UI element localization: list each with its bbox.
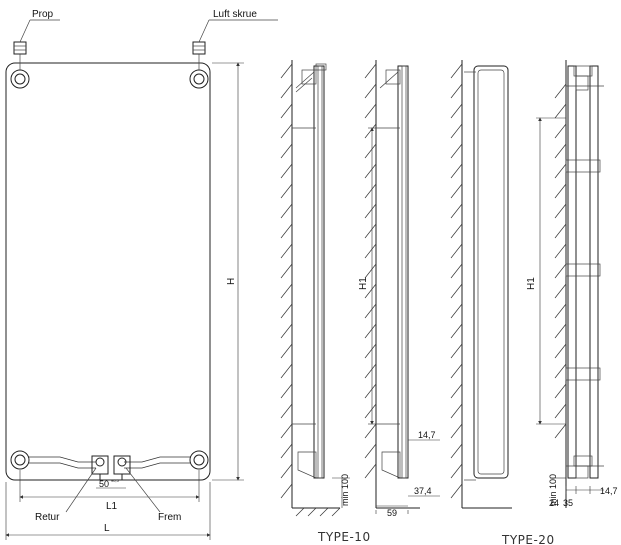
center-distance-label: 50 xyxy=(99,479,109,489)
callout-prop: Prop xyxy=(32,9,54,20)
type10-view: min 100 H1 14,7 37,4 xyxy=(280,60,440,544)
type20-offset-label: 14,7 xyxy=(600,486,618,496)
type20-dim-a-label: 24 xyxy=(549,498,559,508)
valve-body-icon xyxy=(91,455,131,480)
type10-offset-label: 14,7 xyxy=(418,430,436,440)
callout-return: Retur xyxy=(35,512,60,523)
top-right-air-screw-icon xyxy=(189,41,209,89)
type10-depth-b-label: 59 xyxy=(387,508,397,518)
type10-radiator-profile-b xyxy=(376,65,409,479)
type20-h1-label: H1 xyxy=(526,277,537,290)
radiator-panel-front xyxy=(5,62,211,481)
type20-dim-b-label: 35 xyxy=(563,498,573,508)
dim-height-label: H xyxy=(226,278,237,285)
type20-min-label: min 100 xyxy=(548,474,558,506)
center-distance-tolerance: ±0,5 xyxy=(111,478,120,483)
type10-caption: TYPE-10 xyxy=(317,530,371,544)
type20-view: H1 min 100 24 35 14,7 TYPE-20 xyxy=(450,60,618,545)
callout-supply: Frem xyxy=(158,512,181,523)
type10-min-label: min 100 xyxy=(340,474,350,506)
callout-air-screw: Luft skrue xyxy=(213,9,257,20)
type20-radiator-profile-b xyxy=(565,65,604,479)
type10-depth-a-label: 37,4 xyxy=(414,486,432,496)
dim-l-label: L xyxy=(104,523,110,534)
type20-caption: TYPE-20 xyxy=(501,533,555,545)
bottom-left-connection-icon xyxy=(10,450,30,470)
dim-l1-label: L1 xyxy=(106,501,118,512)
type10-h1-label: H1 xyxy=(358,277,369,290)
front-view: Prop Luft skrue 50 ±0,5 xyxy=(5,9,278,540)
type20-radiator-profile-a xyxy=(464,65,509,481)
bottom-right-connection-icon xyxy=(189,450,209,470)
type10-radiator-profile-a xyxy=(292,63,327,479)
